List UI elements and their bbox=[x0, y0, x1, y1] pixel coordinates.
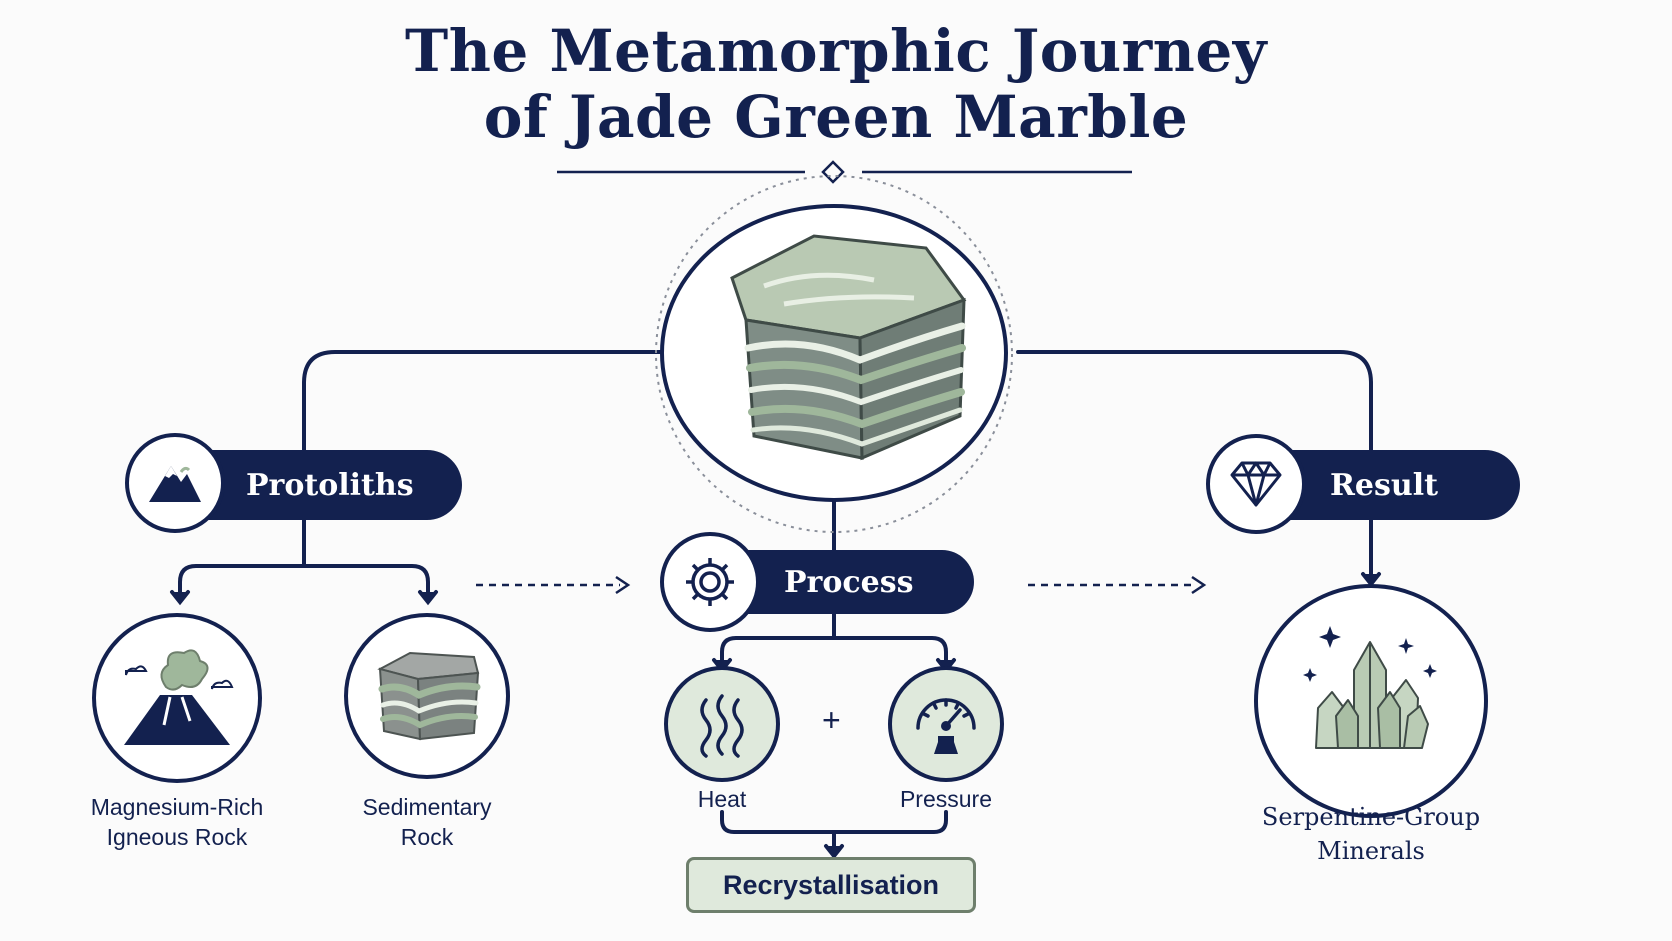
jade-marble-block-icon bbox=[730, 234, 967, 461]
title-line-2: of Jade Green Marble bbox=[483, 83, 1189, 151]
igneous-rock-label: Magnesium-Rich Igneous Rock bbox=[90, 794, 264, 850]
sedimentary-rock-icon bbox=[377, 651, 481, 741]
plus-operator: + bbox=[822, 702, 841, 738]
sedimentary-rock-node bbox=[344, 613, 510, 779]
protoliths-label: Protoliths bbox=[246, 467, 414, 503]
result-icon-disc bbox=[1206, 434, 1306, 534]
protoliths-label-pill: Protoliths bbox=[182, 450, 462, 520]
title-line-1: The Metamorphic Journey bbox=[405, 17, 1267, 85]
protoliths-icon-disc bbox=[125, 433, 225, 533]
process-icon-disc bbox=[660, 532, 760, 632]
result-label: Result bbox=[1330, 467, 1438, 503]
heat-waves-icon bbox=[700, 694, 744, 758]
serpentine-minerals-label: Serpentine-Group Minerals bbox=[1261, 803, 1481, 865]
center-halo bbox=[655, 175, 1013, 533]
heat-node bbox=[664, 666, 780, 782]
gear-icon bbox=[686, 558, 734, 606]
diagram-title: The Metamorphic Journey of Jade Green Ma… bbox=[0, 18, 1672, 150]
pressure-gauge-icon bbox=[916, 698, 976, 754]
recrystallisation-box: Recrystallisation bbox=[686, 857, 976, 913]
diamond-icon bbox=[1230, 461, 1282, 507]
process-label: Process bbox=[784, 564, 914, 600]
igneous-rock-node bbox=[92, 613, 262, 783]
title-divider bbox=[557, 160, 1132, 184]
heat-label: Heat bbox=[697, 786, 747, 812]
center-marble-node bbox=[660, 204, 1008, 502]
mountain-icon bbox=[149, 466, 201, 502]
pressure-node bbox=[888, 666, 1004, 782]
serpentine-minerals-node bbox=[1254, 584, 1488, 818]
volcano-icon bbox=[124, 649, 234, 745]
crystal-cluster-icon bbox=[1303, 626, 1437, 749]
pressure-label: Pressure bbox=[899, 786, 993, 812]
sedimentary-rock-label: Sedimentary Rock bbox=[362, 794, 492, 850]
